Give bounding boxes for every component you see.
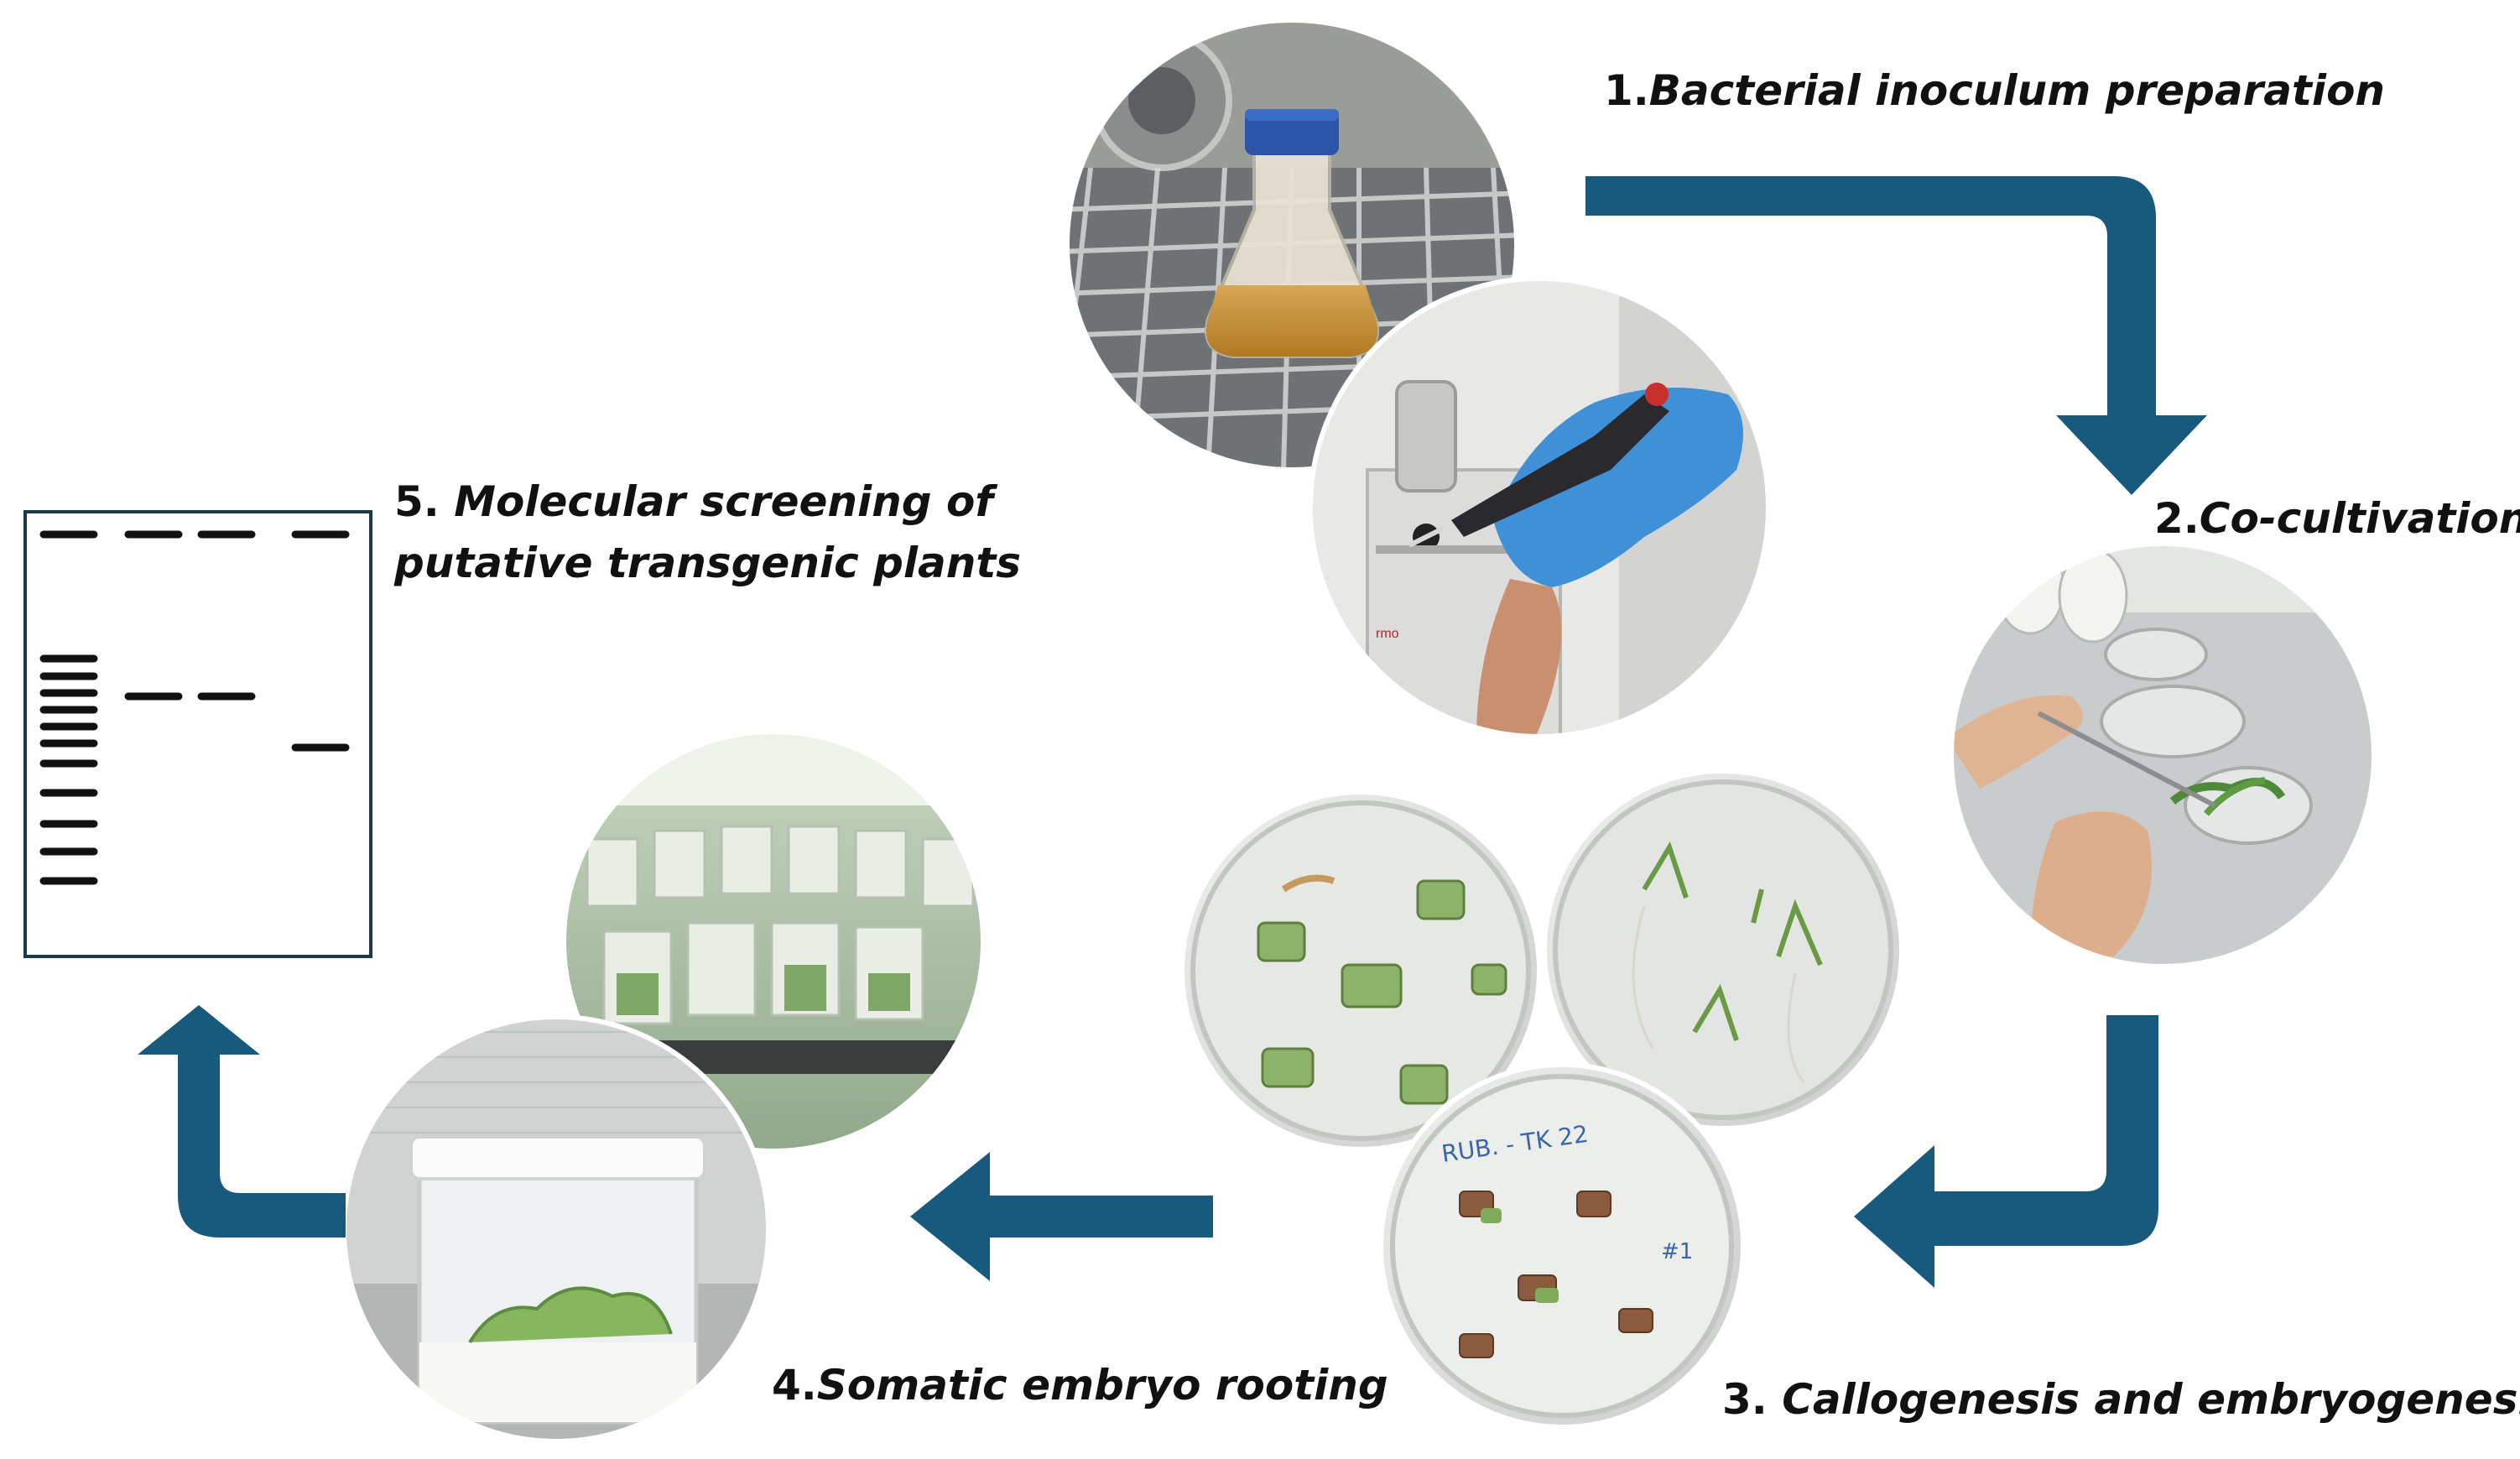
step-3-label: 3. Callogenesis and embryogenesis — [1722, 1375, 2520, 1424]
step-4-label: 4.Somatic embryo rooting — [772, 1361, 1388, 1409]
step-5-number: 5. — [394, 477, 454, 526]
step-5-text: Molecular screening of — [454, 477, 997, 526]
gel-frame — [23, 510, 372, 958]
growth-room-photo-frame — [561, 729, 986, 1154]
pipetting-photo-frame — [1308, 276, 1771, 739]
step-4-number: 4. — [772, 1361, 817, 1409]
step-3-text: Callogenesis and embryogenesis — [1782, 1375, 2520, 1424]
co-cultivation-photo — [1951, 544, 2374, 967]
device-brand-text: rmo — [1376, 627, 1399, 641]
growth-room-photo — [564, 732, 983, 1151]
gel-electrophoresis-illustration — [23, 510, 372, 958]
labeled-plate-photo: RUB. - TK 22 #1 — [1381, 1065, 1743, 1427]
step-2-label: 2.Co-cultivation — [2154, 494, 2520, 543]
arrow-step4-to-step5 — [138, 1005, 346, 1238]
pipetting-photo: rmo — [1310, 279, 1768, 737]
callus-plate-photo — [1182, 792, 1539, 1149]
step-1-text: Bacterial inoculum preparation — [1649, 66, 2385, 115]
step-1-label: 1.Bacterial inoculum preparation — [1604, 66, 2385, 115]
labeled-plate-frame — [1378, 1062, 1746, 1430]
step-3-number: 3. — [1722, 1375, 1782, 1424]
step-5-label-line2: putative transgenic plants — [393, 539, 1021, 587]
gel-sample-bands — [124, 692, 350, 752]
flask-photo-frame — [1065, 18, 1519, 472]
embryogenic-plate-photo — [1544, 771, 1902, 1128]
step-4-text: Somatic embryo rooting — [817, 1361, 1388, 1409]
arrow-step1-to-step2 — [1585, 176, 2207, 495]
step-5-label: 5. Molecular screening of — [394, 477, 997, 526]
arrow-step3-to-step4 — [910, 1152, 1213, 1281]
step-1-number: 1. — [1604, 66, 1649, 115]
step-2-text: Co-cultivation — [2200, 494, 2520, 543]
arrow-step2-to-step3 — [1854, 1015, 2158, 1288]
co-cultivation-photo-frame — [1949, 541, 2377, 969]
embryogenic-plate-frame — [1542, 769, 1904, 1131]
gel-ladder-bands — [39, 654, 98, 885]
plate-side-text: #1 — [1661, 1239, 1693, 1264]
step-2-number: 2. — [2154, 494, 2200, 543]
callus-plate-frame — [1179, 789, 1542, 1152]
